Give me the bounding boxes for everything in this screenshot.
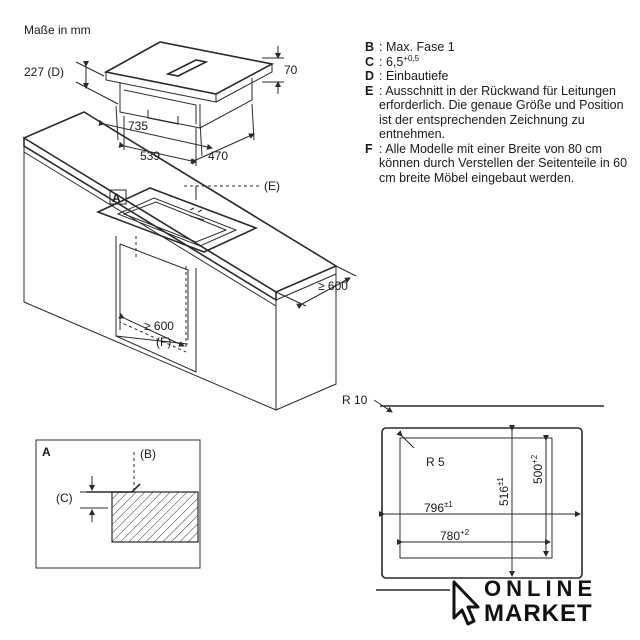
logo-line-2: MARKET [484, 600, 593, 627]
detail-label-c: (C) [56, 491, 73, 505]
dim-796: 796±1 [424, 500, 453, 515]
dim-227-d: 227 (D) [24, 65, 64, 79]
cutout-drawing [373, 399, 604, 591]
note-c: C: 6,5+0,5 [365, 53, 420, 69]
label-r10: R 10 [342, 393, 368, 407]
dim-539: 539 [140, 149, 160, 163]
dim-500: 500+2 [530, 454, 545, 484]
dim-516: 516±1 [496, 477, 511, 506]
dim-600-right: ≥ 600 [318, 279, 348, 293]
note-e: E: Ausschnitt in der Rückwand für Leitun… [365, 83, 624, 142]
hob-top-drawing [75, 41, 284, 166]
note-f: F: Alle Modelle mit einer Breite von 80 … [365, 141, 628, 185]
callout-e: (E) [264, 179, 280, 193]
detail-label-b: (B) [140, 447, 156, 461]
dim-600-inner: ≥ 600 [144, 319, 174, 333]
dim-470: 470 [208, 149, 228, 163]
detail-a-drawing [35, 439, 201, 569]
dim-780: 780+2 [440, 528, 470, 543]
detail-label-a: A [42, 445, 51, 459]
notes-list: B: Max. Fase 1 C: 6,5+0,5 D: Einbautiefe… [365, 40, 630, 185]
callout-f: (F) [156, 335, 171, 349]
cabinet-drawing [23, 111, 357, 411]
note-b: B: Max. Fase 1 [365, 40, 455, 54]
online-market-logo: ONLINE MARKET [450, 576, 610, 632]
dim-70: 70 [284, 63, 298, 77]
dim-735: 735 [128, 119, 148, 133]
logo-line-1: ONLINE [484, 576, 598, 601]
label-r5: R 5 [426, 455, 445, 469]
cursor-icon [452, 580, 480, 626]
note-d: D: Einbautiefe [365, 69, 449, 83]
callout-a: A [112, 191, 121, 205]
diagram-title: Maße in mm [24, 23, 91, 37]
